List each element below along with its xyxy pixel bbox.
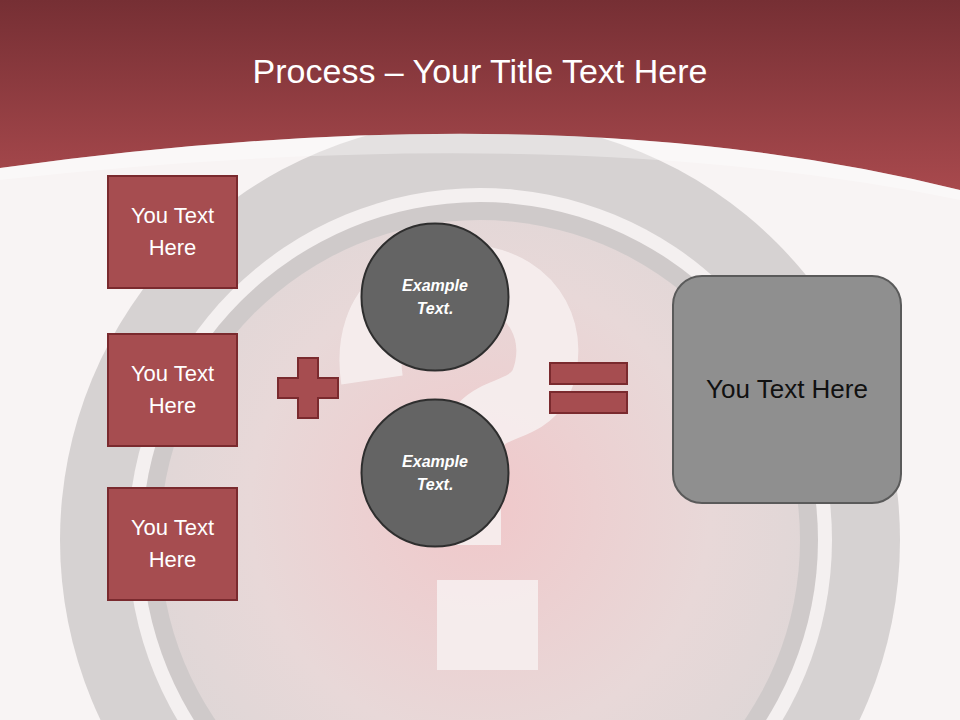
circle-shape (362, 400, 509, 547)
node-text: You Text Here (706, 371, 868, 409)
equals-symbol (550, 363, 627, 384)
node-text: You Text Here (115, 200, 230, 264)
node-text: Example Text. (395, 450, 475, 496)
input-circle: Example Text. (360, 222, 510, 372)
node-text: Example Text. (395, 274, 475, 320)
plus-symbol (278, 358, 338, 418)
node-text: You Text Here (115, 512, 230, 576)
circle-outline (360, 398, 510, 548)
circle-shape (362, 224, 509, 371)
circle-outline (360, 222, 510, 372)
process-box: You Text Here (107, 487, 238, 601)
node-text: You Text Here (115, 358, 230, 422)
equals-symbol (550, 392, 627, 413)
result-box: You Text Here (672, 275, 902, 504)
process-box: You Text Here (107, 333, 238, 447)
question-mark-dot (437, 580, 538, 670)
process-box: You Text Here (107, 175, 238, 289)
input-circle: Example Text. (360, 398, 510, 548)
slide-title: Process – Your Title Text Here (0, 52, 960, 91)
